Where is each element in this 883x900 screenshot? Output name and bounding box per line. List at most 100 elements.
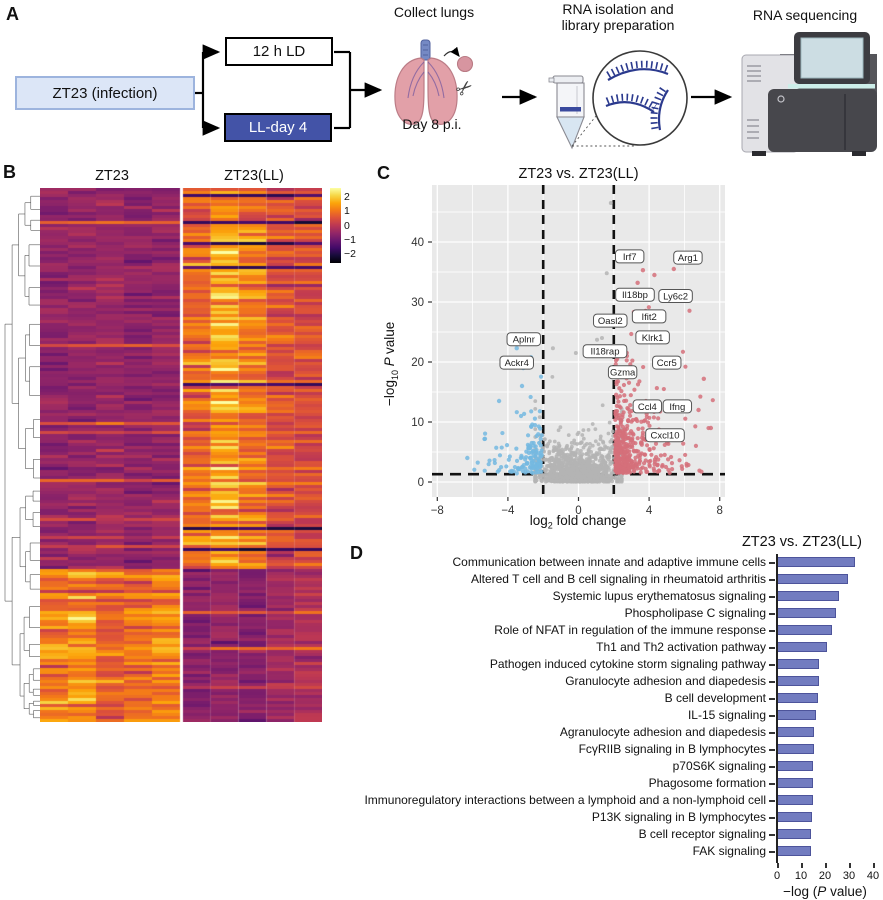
gene-label-box	[607, 365, 638, 380]
x-tick-mark	[777, 863, 779, 868]
x-tick-mark	[849, 863, 851, 868]
panel-a-illustrations	[195, 32, 877, 156]
pathway-label: Communication between innate and adaptiv…	[452, 555, 766, 569]
dxlab-italic-p: P	[817, 884, 827, 899]
x-tick-label: 30	[842, 870, 856, 882]
rna-magnifier-icon	[592, 50, 688, 146]
pathway-bar-row: Agranulocyte adhesion and diapedesis	[348, 724, 883, 741]
gene-label-box	[658, 289, 693, 303]
pathway-label: IL-15 signaling	[687, 708, 766, 722]
ylab-post: value	[382, 321, 398, 355]
gene-label-box	[582, 344, 628, 359]
gene-label-text: Aplnr	[513, 335, 535, 346]
pathway-label: Agranulocyte adhesion and diapedesis	[559, 725, 766, 739]
colorbar-tick-label: 2	[344, 190, 350, 203]
gene-label-box	[632, 399, 663, 414]
pathway-category-tick	[769, 749, 775, 751]
svg-text:20: 20	[411, 357, 424, 369]
cluster-non-significant-base	[533, 444, 624, 484]
colorbar-tick-label: 0	[344, 219, 350, 232]
gene-label-text: Gzma	[610, 368, 636, 379]
zt23-infection-box: ZT23 (infection)	[15, 76, 195, 110]
pathway-label: Phospholipase C signaling	[624, 606, 766, 620]
heatmap-canvas	[40, 188, 322, 722]
sequencer-icon	[741, 32, 877, 156]
x-tick-label: 40	[866, 870, 880, 882]
pathway-category-tick	[769, 647, 775, 649]
gene-label-text: Ackr4	[505, 358, 529, 369]
ylab-sub: 10	[389, 370, 400, 381]
pathway-label: Th1 and Th2 activation pathway	[596, 640, 766, 654]
volcano-title: ZT23 vs. ZT23(LL)	[518, 166, 638, 182]
lungs-icon	[394, 39, 474, 125]
pathway-label: Systemic lupus erythematosus signaling	[552, 589, 766, 603]
pathway-category-tick	[769, 596, 775, 598]
x-tick-label: 10	[794, 870, 808, 882]
cluster-downregulated	[472, 355, 544, 476]
pathway-category-tick	[769, 800, 775, 802]
tube-icon	[548, 75, 636, 150]
pathway-label: Granulocyte adhesion and diapedesis	[565, 674, 766, 688]
gene-label-text: Il18bp	[622, 290, 648, 301]
svg-text:0: 0	[575, 505, 581, 517]
pathway-category-tick	[769, 732, 775, 734]
pathway-category-tick	[769, 783, 775, 785]
pathway-bar-rows: Communication between innate and adaptiv…	[348, 554, 883, 860]
12h-ld-box: 12 h LD	[225, 37, 333, 66]
pathway-category-tick	[769, 664, 775, 666]
pathway-category-tick	[769, 681, 775, 683]
pathway-label: Role of NFAT in regulation of the immune…	[494, 623, 766, 637]
heatmap-colorbar	[330, 188, 341, 263]
dxlab-pre: −log (	[783, 884, 818, 899]
gene-label-text: Ccl4	[638, 402, 657, 413]
colorbar-tick-label: −2	[344, 248, 356, 261]
panel-b-label: B	[3, 162, 16, 182]
gene-label-box	[614, 249, 645, 264]
panel-c-label: C	[377, 163, 390, 183]
pathway-bar-row: Phagosome formation	[348, 775, 883, 792]
gene-label-text: Arg1	[678, 253, 698, 264]
gene-label-box	[593, 313, 628, 328]
gene-label-text: Klrk1	[642, 333, 664, 344]
gene-label-box	[615, 287, 655, 302]
pathway-bar-row: FAK signaling	[348, 843, 883, 860]
panel-a-label: A	[6, 4, 19, 24]
pathway-label: Pathogen induced cytokine storm signalin…	[489, 657, 766, 671]
svg-text:10: 10	[411, 417, 424, 429]
svg-text:40: 40	[411, 237, 424, 249]
gene-label-box	[499, 355, 534, 370]
pathway-bar-row: Th1 and Th2 activation pathway	[348, 639, 883, 656]
pathway-category-tick	[769, 579, 775, 581]
gene-label-text: Irf7	[623, 252, 637, 263]
pathway-label: Phagosome formation	[648, 776, 766, 790]
pathway-bar-row: Altered T cell and B cell signaling in r…	[348, 571, 883, 588]
day8-caption: Day 8 p.i.	[402, 116, 462, 132]
dendrogram	[4, 195, 40, 719]
pathway-label: P13K signaling in B lymphocytes	[591, 810, 766, 824]
x-tick-label: 0	[773, 870, 781, 882]
ll-day4-box: LL-day 4	[224, 113, 332, 142]
gene-label-text: Ifng	[669, 402, 685, 413]
svg-text:8: 8	[717, 505, 723, 517]
gene-label-text: Oasl2	[598, 316, 623, 327]
pathway-x-axis-label: −log (P value)	[745, 884, 883, 899]
pathway-bar-row: B cell receptor signaling	[348, 826, 883, 843]
volcano-x-axis-label: log2 fold change	[483, 513, 673, 531]
pathway-category-tick	[769, 562, 775, 564]
svg-text:0: 0	[418, 477, 424, 489]
pathway-category-tick	[769, 698, 775, 700]
svg-text:30: 30	[411, 297, 424, 309]
x-tick-mark	[825, 863, 827, 868]
pathway-label: p70S6K signaling	[672, 759, 766, 773]
gene-label-box	[673, 250, 703, 265]
panel-d-label: D	[350, 543, 363, 563]
heatmap-group-zt23ll: ZT23(LL)	[224, 168, 284, 184]
pathway-label: FcγRIIB signaling in B lymphocytes	[578, 742, 766, 756]
